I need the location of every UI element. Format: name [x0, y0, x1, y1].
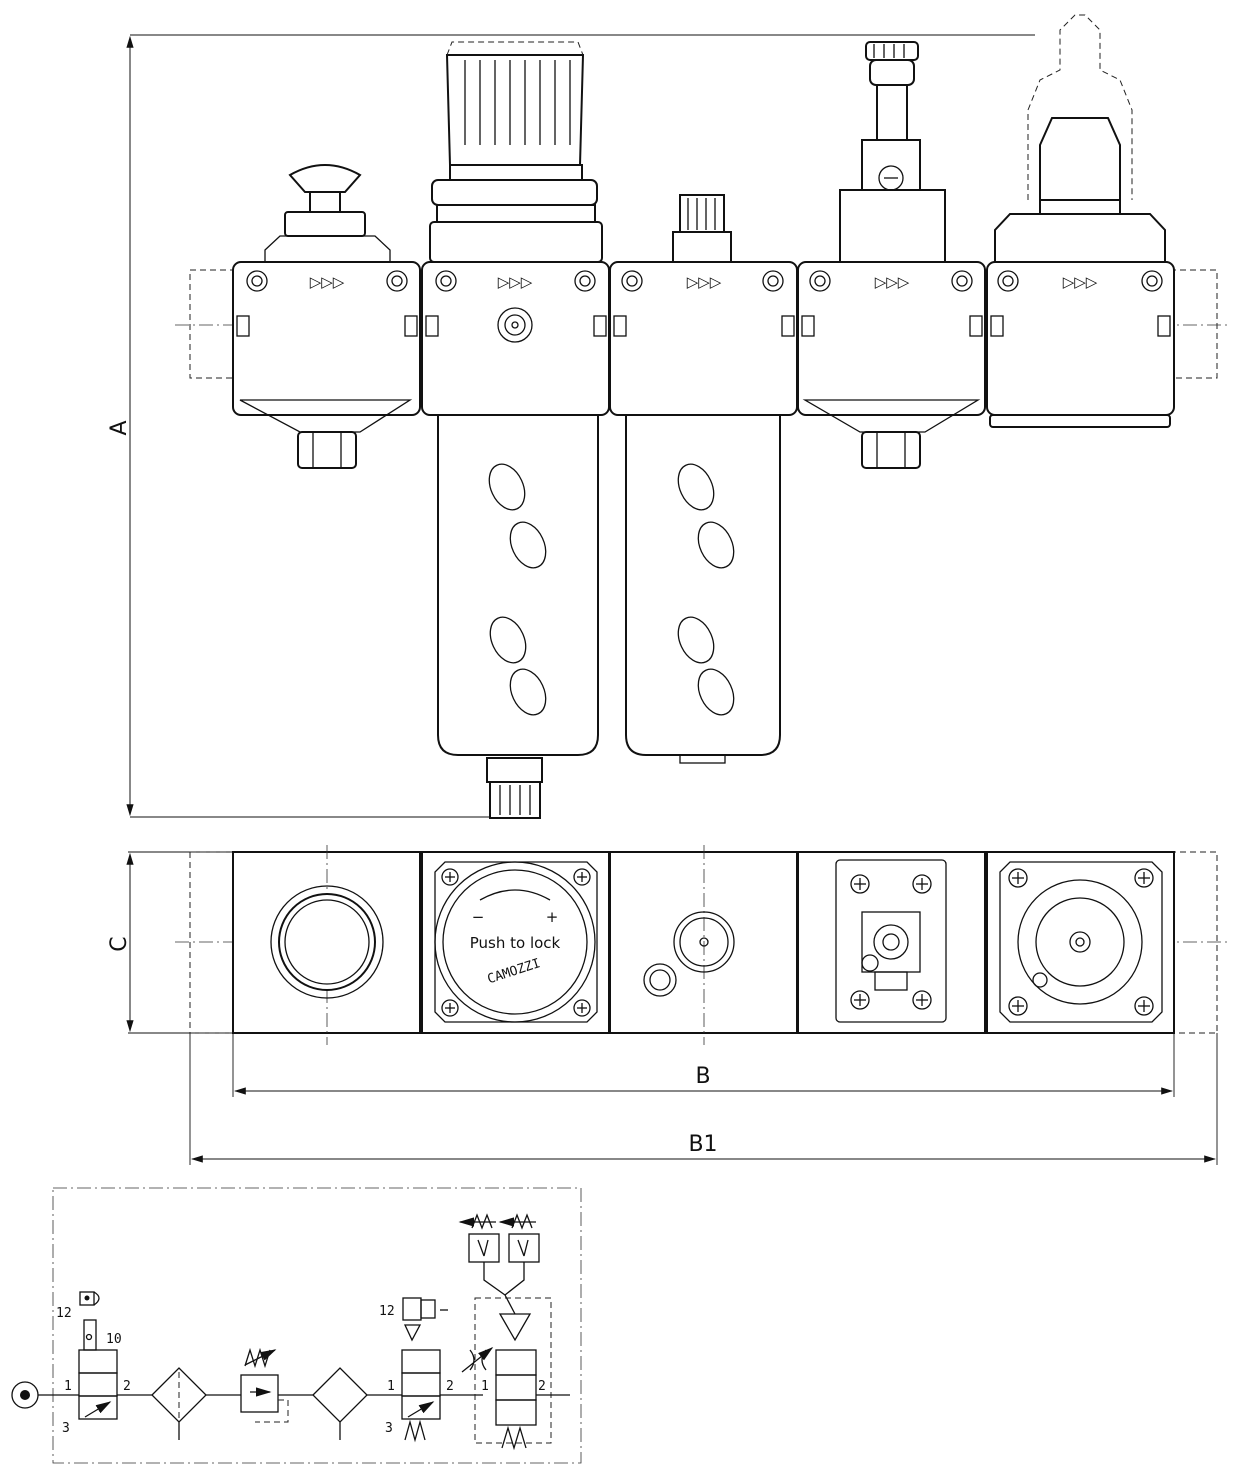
- top-soft-start: [986, 851, 1175, 1034]
- module-filter-regulator: ▷▷▷: [421, 41, 610, 819]
- top-view: C − + Push to lock CAMOZZI: [107, 845, 1228, 1165]
- manual-pilot-10: 10: [106, 1332, 122, 1347]
- top-solenoid: [797, 851, 986, 1034]
- symbol-filter-2: [312, 1367, 402, 1440]
- flow-marker-3: ▷▷▷: [687, 273, 722, 291]
- symbol-manual-valve: 1 2 3 12 10: [56, 1291, 152, 1436]
- flow-marker-5: ▷▷▷: [1063, 273, 1098, 291]
- manual-port-2: 2: [123, 1379, 131, 1394]
- module-soft-start-valve: ▷▷▷: [986, 14, 1175, 428]
- flow-marker-4: ▷▷▷: [875, 273, 910, 291]
- top-manual-valve: [232, 845, 421, 1045]
- front-view: A ▷▷▷ ▷: [107, 14, 1228, 819]
- softstart-port-1: 1: [481, 1379, 489, 1394]
- dimension-b-label: B: [695, 1064, 710, 1089]
- dimension-c-label: C: [107, 936, 132, 951]
- softstart-port-2: 2: [538, 1379, 546, 1394]
- symbol-filter: [151, 1367, 241, 1440]
- module-solenoid-valve: ▷▷▷: [797, 41, 986, 469]
- dimension-b1-label: B1: [688, 1132, 717, 1157]
- solenoid-port-3: 3: [385, 1421, 393, 1436]
- symbol-solenoid-valve: 1 2 3 12: [379, 1297, 483, 1443]
- knob-push-to-lock: Push to lock: [470, 934, 561, 952]
- module-coalescing-filter: ▷▷▷: [609, 194, 798, 764]
- solenoid-port-2: 2: [446, 1379, 454, 1394]
- knob-plus: +: [546, 908, 559, 926]
- top-regulator-knob: − + Push to lock CAMOZZI: [421, 851, 610, 1034]
- symbol-regulator: [240, 1347, 313, 1423]
- pneumatic-circuit-symbol: 1 2 3 12 10: [11, 1187, 582, 1464]
- symbol-soft-start-valve: 1 2: [458, 1213, 570, 1451]
- knob-minus: −: [472, 908, 485, 926]
- dimension-b: B: [232, 1033, 1175, 1097]
- dimension-b1: B1: [189, 1033, 1218, 1165]
- flow-marker-1: ▷▷▷: [310, 273, 345, 291]
- dimension-c: C: [107, 851, 232, 1034]
- top-filter: [609, 845, 798, 1045]
- manual-pilot-12: 12: [56, 1306, 72, 1321]
- solenoid-pilot-12: 12: [379, 1304, 395, 1319]
- flow-marker-2: ▷▷▷: [498, 273, 533, 291]
- solenoid-port-1: 1: [387, 1379, 395, 1394]
- manual-port-1: 1: [64, 1379, 72, 1394]
- module-manual-shutoff-valve: ▷▷▷: [232, 164, 421, 469]
- dimension-a-label: A: [107, 420, 132, 435]
- manual-port-3: 3: [62, 1421, 70, 1436]
- dimension-a: A: [107, 34, 1035, 818]
